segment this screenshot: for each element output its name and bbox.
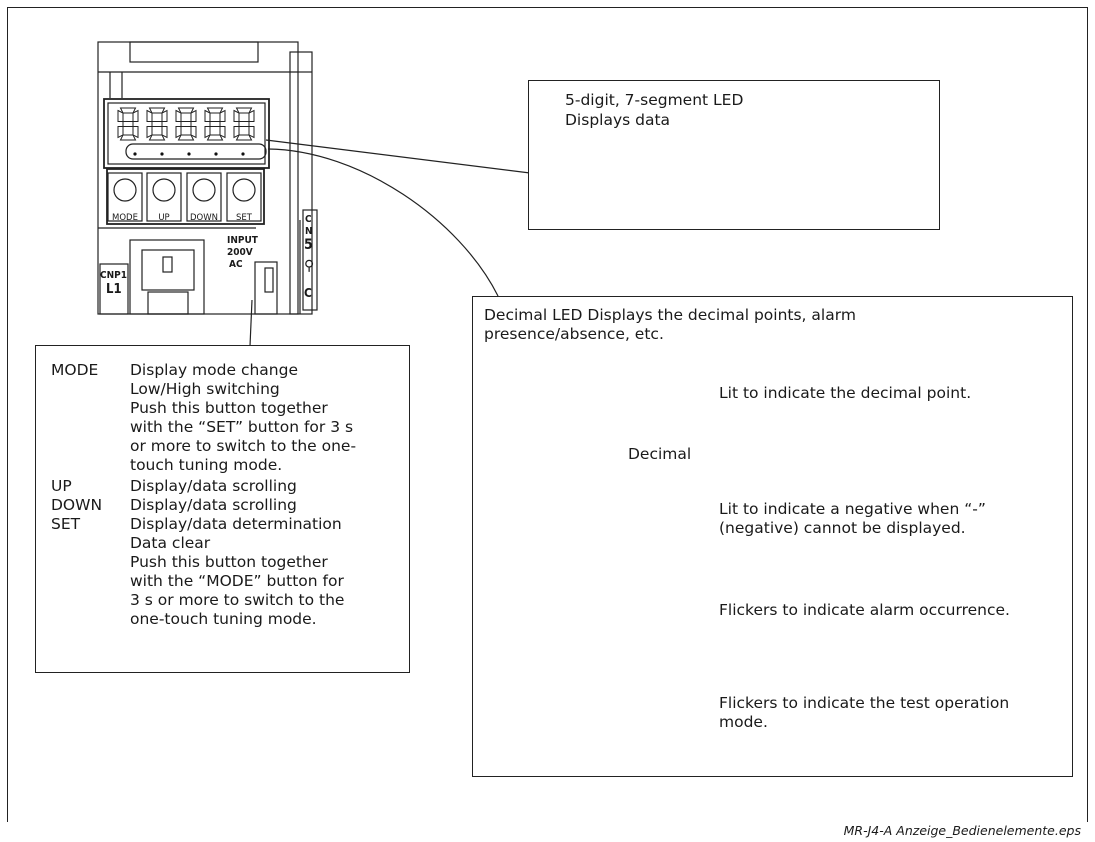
device-led-2-seg-b xyxy=(190,109,197,122)
device-dp-0 xyxy=(133,152,137,156)
decimal-example-3-desc: Flickers to indicate alarm occurrence. xyxy=(719,601,1010,619)
device-dp-4 xyxy=(241,152,245,156)
decimal-example-4-desc: Flickers to indicate the test operation … xyxy=(719,694,1010,731)
device-led-4-seg-b xyxy=(248,109,255,122)
device-dp-2 xyxy=(187,152,191,156)
device-led-0-seg-e xyxy=(117,126,124,139)
button-key-mode: MODE xyxy=(51,361,99,379)
button-desc-down: Display/data scrolling xyxy=(130,496,297,514)
device-led-4-seg-a xyxy=(235,107,253,114)
device-led-0-seg-c xyxy=(132,126,139,139)
device-led-1-seg-a xyxy=(148,107,166,114)
decimal-annotation: Decimal xyxy=(628,445,692,463)
device-led-2-seg-c xyxy=(190,126,197,139)
button-key-down: DOWN xyxy=(51,496,103,514)
device-led-1-seg-c xyxy=(161,126,168,139)
device-led-0-seg-b xyxy=(132,109,139,122)
decimal-example-1-desc: Lit to indicate the decimal point. xyxy=(719,384,972,402)
usb-icon: ⚲ xyxy=(304,258,315,274)
voltage-label: 200V xyxy=(227,247,253,258)
device-led-1-seg-d xyxy=(148,134,166,141)
device-led-1-seg-f xyxy=(146,109,153,122)
cnp1-label: CNP1 xyxy=(100,270,127,281)
device-led-2-seg-f xyxy=(175,109,182,122)
figure-caption: MR-J4-A Anzeige_Bedienelemente.eps xyxy=(843,823,1081,838)
button-desc-set: Display/data determination Data clear Pu… xyxy=(130,515,345,628)
device-led-1-seg-b xyxy=(161,109,168,122)
cn5-label-n: N xyxy=(305,226,313,237)
device-button-mode[interactable]: MODE xyxy=(112,213,138,223)
led-box-subtitle: Displays data xyxy=(565,111,671,129)
input-label: INPUT xyxy=(227,235,258,246)
device-led-1-seg-e xyxy=(146,126,153,139)
device-led-0-seg-f xyxy=(117,109,124,122)
device-led-digits xyxy=(117,107,255,141)
device-led-3-seg-a xyxy=(206,107,224,114)
button-key-set: SET xyxy=(51,515,81,533)
figure-frame xyxy=(7,7,1088,822)
device-led-4-seg-g xyxy=(238,121,250,127)
device-led-3-seg-d xyxy=(206,134,224,141)
device-led-3-seg-c xyxy=(219,126,226,139)
device-button-down[interactable]: DOWN xyxy=(190,213,218,223)
device-led-3-seg-f xyxy=(204,109,211,122)
device-led-2-seg-e xyxy=(175,126,182,139)
device-dp-3 xyxy=(214,152,218,156)
device-dp-1 xyxy=(160,152,164,156)
device-led-3-seg-b xyxy=(219,109,226,122)
l1-label: L1 xyxy=(106,282,122,297)
cn5-label-c: C xyxy=(305,214,312,225)
device-led-2-seg-a xyxy=(177,107,195,114)
device-led-2-seg-d xyxy=(177,134,195,141)
device-decimal-leds xyxy=(133,152,245,156)
button-key-up: UP xyxy=(51,477,72,495)
device-led-4-seg-e xyxy=(233,126,240,139)
decimal-info-box xyxy=(472,296,1073,777)
device-led-3-seg-g xyxy=(209,121,221,127)
cn-label-c: C xyxy=(304,286,312,300)
device-led-4-seg-c xyxy=(248,126,255,139)
decimal-example-2-desc: Lit to indicate a negative when “-” (neg… xyxy=(719,500,986,537)
device-led-4-seg-f xyxy=(233,109,240,122)
device-led-4-seg-d xyxy=(235,134,253,141)
device-led-3-seg-e xyxy=(204,126,211,139)
device-led-0-seg-d xyxy=(119,134,137,141)
servo-amplifier-illustration xyxy=(97,41,318,315)
device-led-0-seg-g xyxy=(122,121,134,127)
decimal-box-title: Decimal LED Displays the decimal points,… xyxy=(484,306,856,343)
cn5-label-5: 5 xyxy=(304,237,313,253)
button-desc-up: Display/data scrolling xyxy=(130,477,297,495)
led-info-box xyxy=(528,80,940,230)
button-info-box xyxy=(35,345,410,673)
device-led-2-seg-g xyxy=(180,121,192,127)
device-led-1-seg-g xyxy=(151,121,163,127)
button-desc-mode: Display mode change Low/High switching P… xyxy=(130,361,357,474)
led-box-title: 5-digit, 7-segment LED xyxy=(565,91,744,109)
device-button-up[interactable]: UP xyxy=(158,213,170,223)
ac-label: AC xyxy=(229,259,243,270)
device-led-0-seg-a xyxy=(119,107,137,114)
device-button-set[interactable]: SET xyxy=(236,213,252,223)
